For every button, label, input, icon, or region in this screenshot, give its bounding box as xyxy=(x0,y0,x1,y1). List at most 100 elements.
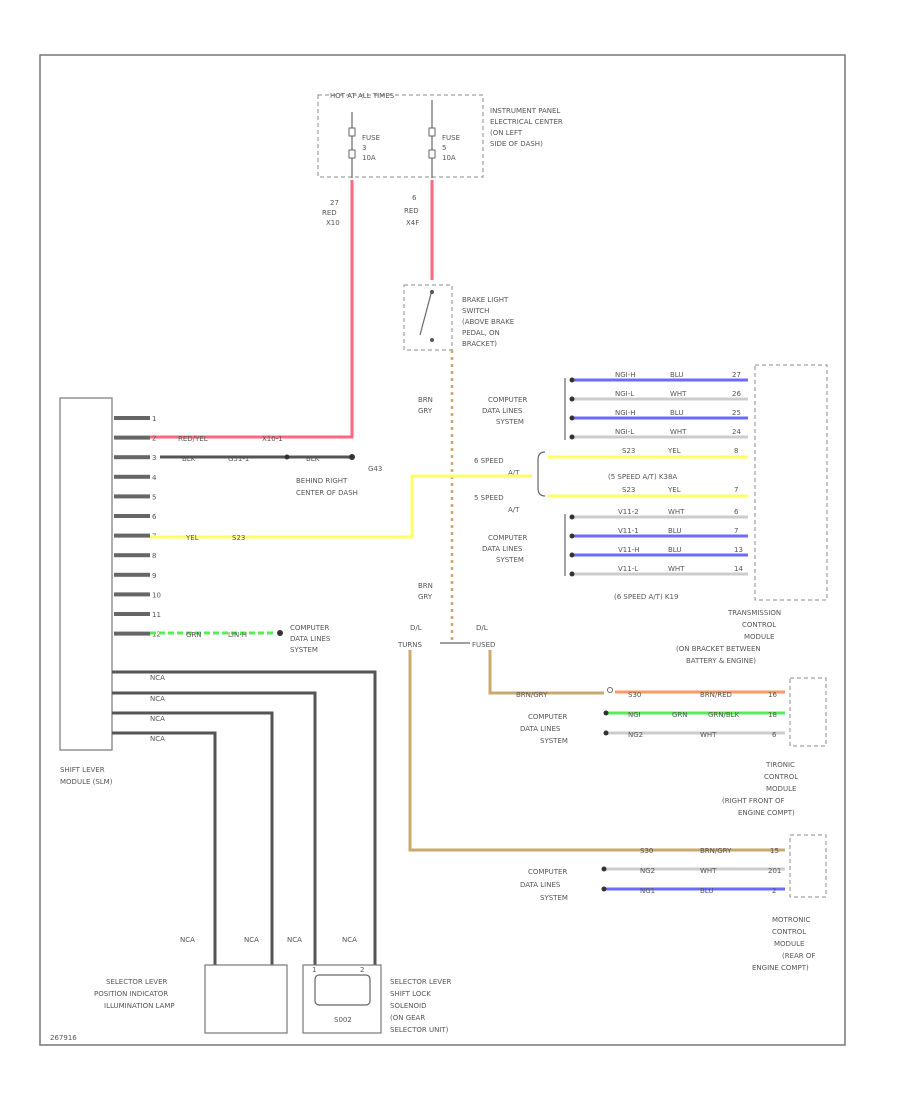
tcm-connector xyxy=(754,364,828,601)
svg-text:BRN/RED: BRN/RED xyxy=(700,691,732,699)
svg-text:SELECTOR UNIT): SELECTOR UNIT) xyxy=(390,1026,449,1034)
svg-text:RED/YEL: RED/YEL xyxy=(178,435,208,443)
slm-pin-stub xyxy=(114,416,150,420)
svg-text:NCA: NCA xyxy=(287,936,302,944)
svg-text:S30: S30 xyxy=(628,691,641,699)
svg-text:3: 3 xyxy=(362,144,366,152)
svg-text:TRANSMISSION: TRANSMISSION xyxy=(727,609,781,617)
svg-text:BRN/GRY: BRN/GRY xyxy=(700,847,732,855)
svg-text:BLU: BLU xyxy=(668,527,681,535)
slm-pin-number: 12 xyxy=(152,631,161,639)
svg-text:(RIGHT FRONT OF: (RIGHT FRONT OF xyxy=(722,797,785,805)
svg-text:NCA: NCA xyxy=(342,936,357,944)
svg-text:COMPUTER: COMPUTER xyxy=(488,534,527,542)
svg-text:1: 1 xyxy=(312,966,316,974)
svg-text:BRN: BRN xyxy=(418,582,433,590)
svg-text:16: 16 xyxy=(768,691,777,699)
svg-text:GRN/BLK: GRN/BLK xyxy=(708,711,740,719)
svg-text:5: 5 xyxy=(442,144,446,152)
svg-text:S30: S30 xyxy=(640,847,653,855)
slm-pin-stub xyxy=(114,592,150,597)
svg-text:BATTERY & ENGINE): BATTERY & ENGINE) xyxy=(686,657,756,665)
svg-text:(5 SPEED A/T) K38A: (5 SPEED A/T) K38A xyxy=(608,473,677,481)
tan-wire-motronic xyxy=(408,650,785,852)
svg-text:INSTRUMENT PANEL: INSTRUMENT PANEL xyxy=(490,107,560,115)
slm-pin-stub xyxy=(114,553,150,558)
svg-text:TIRONIC: TIRONIC xyxy=(765,761,795,769)
svg-text:SHIFT LEVER: SHIFT LEVER xyxy=(60,766,105,774)
svg-text:201: 201 xyxy=(768,867,781,875)
svg-text:NGI-H: NGI-H xyxy=(615,371,636,379)
svg-text:SHIFT LOCK: SHIFT LOCK xyxy=(390,990,431,998)
svg-text:GRY: GRY xyxy=(418,407,433,415)
slm-pin-stub xyxy=(114,612,150,616)
fuse-block: HOT AT ALL TIMES FUSE 3 10A FUSE 5 10A I… xyxy=(317,92,563,178)
svg-text:WHT: WHT xyxy=(670,390,687,398)
slm-pin-number: 10 xyxy=(152,591,161,599)
svg-text:S23: S23 xyxy=(622,447,635,455)
svg-text:WHT: WHT xyxy=(700,731,717,739)
svg-text:COMPUTER: COMPUTER xyxy=(488,396,527,404)
svg-text:NCA: NCA xyxy=(150,674,165,682)
ground-circuit: BLK G51-1 BLK G43 BEHIND RIGHT CENTER OF… xyxy=(160,454,382,497)
svg-text:CONTROL: CONTROL xyxy=(742,621,776,629)
svg-text:S23: S23 xyxy=(232,534,245,542)
svg-text:RED: RED xyxy=(322,209,337,217)
svg-text:D/L: D/L xyxy=(410,624,422,632)
svg-text:NG2: NG2 xyxy=(640,867,655,875)
svg-text:BLK: BLK xyxy=(182,455,196,463)
svg-text:SYSTEM: SYSTEM xyxy=(496,418,524,426)
svg-text:2: 2 xyxy=(360,966,364,974)
fuse-block-header: HOT AT ALL TIMES xyxy=(330,92,395,100)
svg-text:A/T: A/T xyxy=(508,469,520,477)
svg-text:SWITCH: SWITCH xyxy=(462,307,489,315)
slm-pin-number: 3 xyxy=(152,454,156,462)
svg-text:SYSTEM: SYSTEM xyxy=(540,737,568,745)
svg-text:5 SPEED: 5 SPEED xyxy=(474,494,504,502)
svg-text:WHT: WHT xyxy=(668,565,685,573)
svg-text:NG2: NG2 xyxy=(628,731,643,739)
svg-text:X10-1: X10-1 xyxy=(262,435,283,443)
data-lines-tcm-bottom: COMPUTER DATA LINES SYSTEM V11-2 WHT 6 V… xyxy=(482,508,748,601)
svg-text:CONTROL: CONTROL xyxy=(772,928,806,936)
svg-text:X4F: X4F xyxy=(406,219,419,227)
svg-text:GRN: GRN xyxy=(186,631,202,639)
svg-text:WHT: WHT xyxy=(670,428,687,436)
svg-text:RED: RED xyxy=(404,207,419,215)
svg-text:V11-1: V11-1 xyxy=(618,527,639,535)
red-wire-x10 xyxy=(150,180,354,439)
svg-text:(ON BRACKET BETWEEN: (ON BRACKET BETWEEN xyxy=(676,645,761,653)
svg-text:COMPUTER: COMPUTER xyxy=(528,713,567,721)
svg-text:(ON GEAR: (ON GEAR xyxy=(390,1014,425,1022)
slm-pin-stub xyxy=(114,474,150,479)
svg-text:6 SPEED: 6 SPEED xyxy=(474,457,504,465)
svg-text:MODULE: MODULE xyxy=(744,633,774,641)
svg-text:DATA LINES: DATA LINES xyxy=(290,635,331,643)
svg-text:13: 13 xyxy=(734,546,743,554)
svg-text:NCA: NCA xyxy=(150,695,165,703)
svg-text:15: 15 xyxy=(770,847,779,855)
svg-text:(ON LEFT: (ON LEFT xyxy=(490,129,523,137)
svg-text:COMPUTER: COMPUTER xyxy=(290,624,329,632)
svg-text:FUSE: FUSE xyxy=(362,134,380,142)
svg-text:S23: S23 xyxy=(622,486,635,494)
svg-text:2: 2 xyxy=(772,887,776,895)
fuse-block-label: INSTRUMENT PANEL ELECTRICAL CENTER (ON L… xyxy=(490,107,563,148)
svg-text:WHT: WHT xyxy=(668,508,685,516)
data-lines-tcm-top: COMPUTER DATA LINES SYSTEM NGI-H BLU 27 … xyxy=(482,371,748,440)
svg-text:POSITION INDICATOR: POSITION INDICATOR xyxy=(94,990,168,998)
shift-lock-solenoid: 1 2 S002 SELECTOR LEVER SHIFT LOCK SOLEN… xyxy=(302,964,451,1034)
svg-text:BRAKE LIGHT: BRAKE LIGHT xyxy=(462,296,509,304)
svg-text:SOLENOID: SOLENOID xyxy=(390,1002,426,1010)
svg-text:DATA LINES: DATA LINES xyxy=(482,545,523,553)
svg-text:BRN: BRN xyxy=(418,396,433,404)
svg-text:ELECTRICAL CENTER: ELECTRICAL CENTER xyxy=(490,118,563,126)
slm-pin-number: 6 xyxy=(152,513,157,521)
svg-text:SELECTOR LEVER: SELECTOR LEVER xyxy=(390,978,451,986)
svg-text:NGI-L: NGI-L xyxy=(615,428,634,436)
slm-pin-number: 9 xyxy=(152,572,156,580)
slm-pin-stub xyxy=(114,572,150,577)
svg-text:YEL: YEL xyxy=(185,534,199,542)
